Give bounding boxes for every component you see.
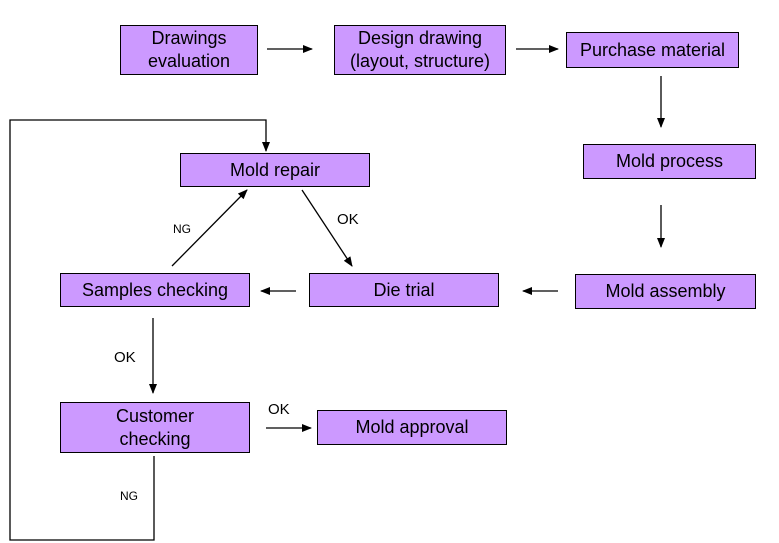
box-label: Die trial bbox=[373, 279, 435, 300]
box-die-trial: Die trial bbox=[309, 273, 499, 307]
box-label: Customer checking bbox=[115, 405, 195, 449]
box-label: Mold process bbox=[615, 151, 724, 171]
edge-label-ng-customer-loop: NG bbox=[120, 489, 138, 503]
box-drawings-evaluation: Drawings evaluation bbox=[120, 25, 258, 75]
box-label: Drawings evaluation bbox=[147, 28, 231, 71]
edge-label-ng-samples-to-repair: NG bbox=[173, 222, 191, 236]
edge-label-ok-repair-to-die: OK bbox=[337, 211, 359, 228]
box-design-drawing: Design drawing (layout, structure) bbox=[334, 25, 506, 75]
arrow-samples-to-repair bbox=[171, 189, 248, 267]
edge-label-ok-samples-to-customer: OK bbox=[114, 349, 136, 366]
box-mold-repair: Mold repair bbox=[180, 153, 370, 187]
box-customer-checking: Customer checking bbox=[60, 402, 250, 453]
box-label: Mold assembly bbox=[605, 281, 726, 301]
box-label: Mold repair bbox=[229, 159, 321, 180]
box-label: Purchase material bbox=[579, 39, 726, 60]
box-samples-checking: Samples checking bbox=[60, 273, 250, 307]
box-mold-assembly: Mold assembly bbox=[575, 274, 756, 309]
edge-label-ok-customer-to-approval: OK bbox=[268, 401, 290, 418]
box-label: Samples checking bbox=[81, 279, 229, 300]
arrow-customer-loop-to-repair bbox=[9, 119, 270, 541]
box-mold-process: Mold process bbox=[583, 144, 756, 179]
box-label: Mold approval bbox=[355, 417, 469, 437]
box-mold-approval: Mold approval bbox=[317, 410, 507, 445]
box-label: Design drawing (layout, structure) bbox=[349, 28, 491, 71]
box-purchase-material: Purchase material bbox=[566, 32, 739, 68]
arrow-repair-to-die bbox=[301, 189, 353, 267]
